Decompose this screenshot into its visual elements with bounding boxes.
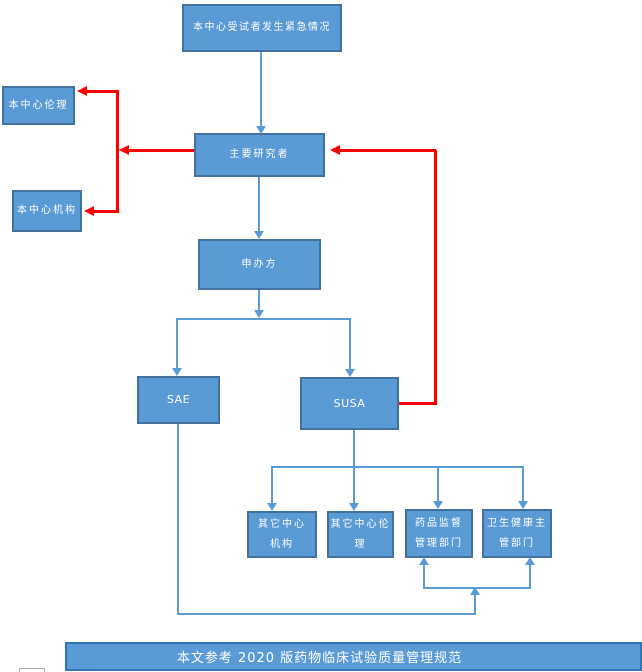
red-connector-susa-out xyxy=(399,402,437,405)
arrowhead-into-drug-admin-bottom xyxy=(419,557,429,565)
node-drug-admin-line2: 管理部门 xyxy=(415,537,463,549)
connector-branch-to-susa xyxy=(349,318,351,369)
node-health-admin-line1: 卫生健康主 xyxy=(487,517,547,529)
node-drug-admin-line1: 药品监督 xyxy=(415,517,463,529)
red-connector-to-center-org xyxy=(94,210,119,213)
node-health-admin: 卫生健康主 管部门 xyxy=(482,509,552,558)
node-other-center-ethics: 其它中心伦 理 xyxy=(327,511,394,558)
node-center-org: 本中心机构 xyxy=(12,190,82,232)
node-principal-investigator-label: 主要研究者 xyxy=(229,149,290,160)
footer-reference-bar: 本文参考 2020 版药物临床试验质量管理规范 xyxy=(65,642,642,671)
node-center-org-label: 本中心机构 xyxy=(17,205,77,216)
node-sae: SAE xyxy=(137,376,220,424)
red-arrowhead-into-center-org xyxy=(84,206,94,216)
connector-sae-down xyxy=(177,424,179,615)
partial-shape-bottom-left xyxy=(19,668,45,672)
node-sponsor-label: 申办方 xyxy=(241,258,278,270)
authority-feed-line xyxy=(424,587,531,589)
node-drug-admin: 药品监督 管理部门 xyxy=(405,509,473,558)
arrowhead-into-sae xyxy=(172,368,182,376)
node-principal-investigator: 主要研究者 xyxy=(194,133,325,177)
red-left-rail xyxy=(116,90,119,213)
connector-emergency-to-pi xyxy=(260,52,262,126)
node-center-ethics: 本中心伦理 xyxy=(2,86,75,125)
node-susa-label: SUSA xyxy=(333,396,366,410)
node-center-ethics-label: 本中心伦理 xyxy=(8,99,69,111)
node-sponsor: 申办方 xyxy=(198,239,321,290)
arrowhead-into-other-ethics xyxy=(349,503,359,511)
node-emergency-label: 本中心受试者发生紧急情况 xyxy=(193,22,331,33)
node-health-admin-line2: 管部门 xyxy=(499,537,535,549)
arrowhead-into-junction xyxy=(470,587,480,595)
connector-sae-up-junction xyxy=(474,595,476,615)
branch-line-sae-susa xyxy=(176,318,351,320)
red-arrowhead-into-pi xyxy=(330,145,340,155)
connector-pi-to-sponsor xyxy=(258,177,260,231)
arrowhead-into-susa xyxy=(345,369,355,377)
node-sae-label: SAE xyxy=(166,393,191,406)
distribution-line xyxy=(271,466,524,468)
arrowhead-into-pi xyxy=(256,126,266,134)
red-connector-to-center-ethics xyxy=(87,90,117,93)
connector-sae-bottom-run xyxy=(177,613,476,615)
connector-feed-to-health-admin xyxy=(529,565,531,589)
footer-reference-label: 本文参考 2020 版药物临床试验质量管理规范 xyxy=(176,651,463,666)
arrowhead-into-other-org xyxy=(267,503,277,511)
node-other-center-org-line2: 机构 xyxy=(270,538,294,550)
node-other-center-org: 其它中心 机构 xyxy=(247,511,317,558)
node-other-center-org-line1: 其它中心 xyxy=(258,518,306,530)
node-other-center-ethics-line1: 其它中心伦 xyxy=(330,518,391,530)
connector-dist-to-drug-admin xyxy=(437,466,439,501)
red-connector-pi-out-left xyxy=(129,149,194,152)
node-emergency: 本中心受试者发生紧急情况 xyxy=(182,4,342,52)
arrowhead-into-health-admin-bottom xyxy=(525,557,535,565)
arrowhead-into-health-admin xyxy=(518,501,528,509)
arrowhead-into-branch xyxy=(254,310,264,318)
node-susa: SUSA xyxy=(300,377,399,430)
red-right-rail xyxy=(434,150,437,405)
connector-dist-to-other-org xyxy=(271,466,273,503)
red-arrowhead-at-rail xyxy=(119,145,129,155)
connector-sponsor-to-branch xyxy=(258,290,260,310)
connector-feed-to-drug-admin xyxy=(423,565,425,589)
arrowhead-into-drug-admin xyxy=(433,501,443,509)
red-arrowhead-into-center-ethics xyxy=(77,86,87,96)
arrowhead-into-sponsor xyxy=(254,231,264,239)
connector-branch-to-sae xyxy=(176,318,178,368)
red-connector-into-pi xyxy=(340,149,436,152)
node-other-center-ethics-line2: 理 xyxy=(354,538,367,550)
connector-dist-to-health-admin xyxy=(522,466,524,501)
